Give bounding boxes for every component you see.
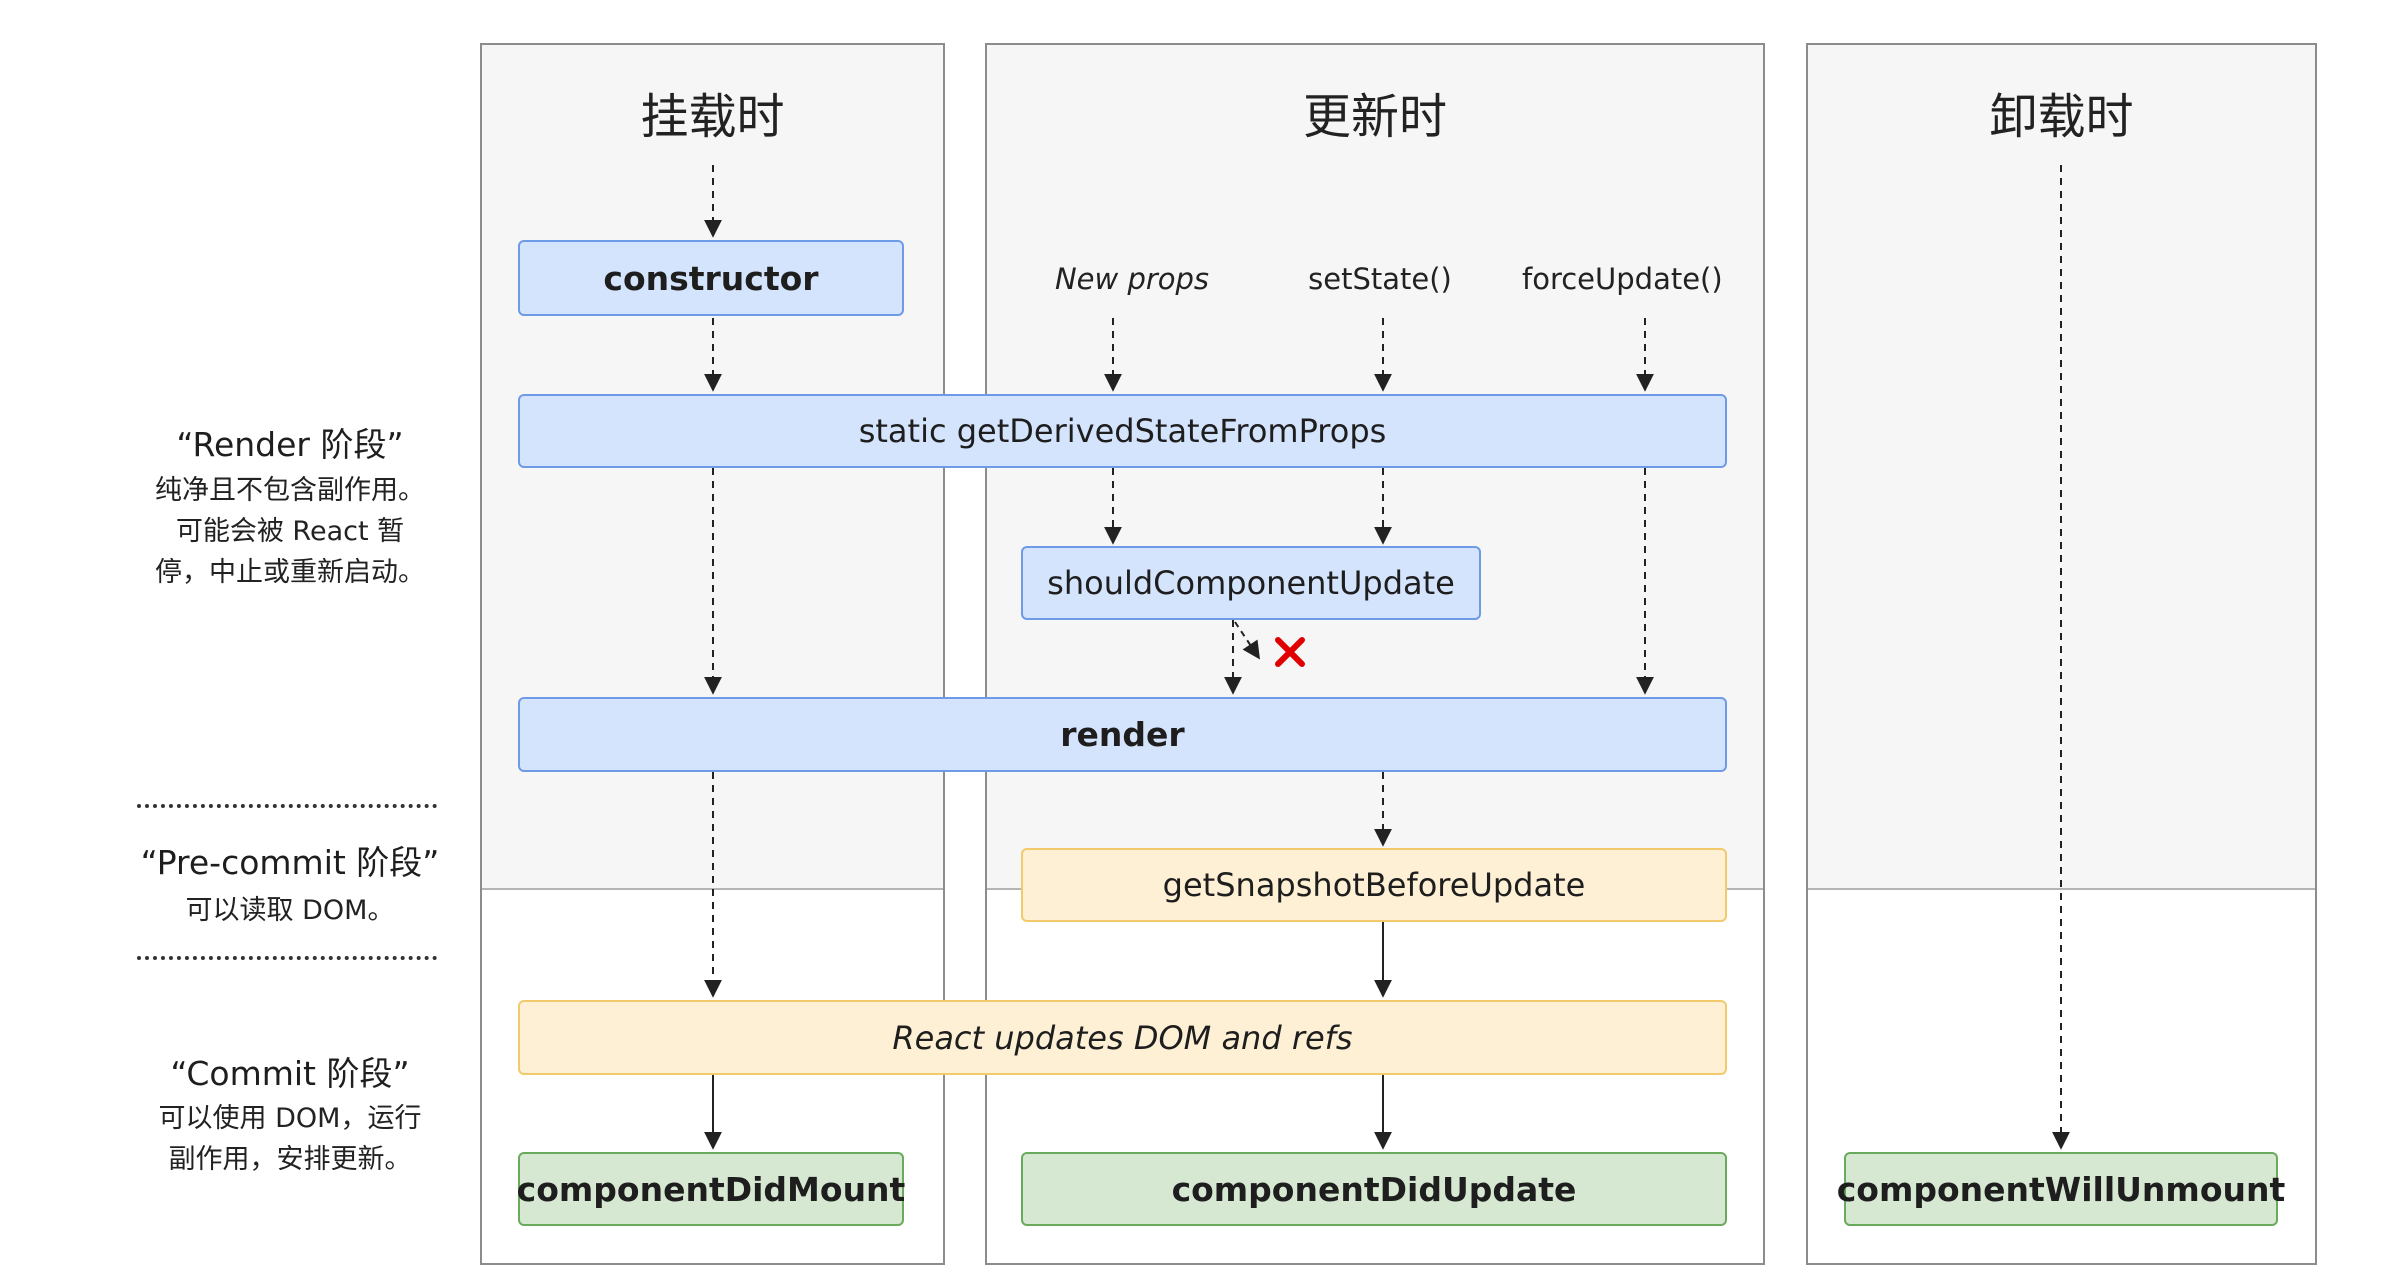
component-will-unmount-box: componentWillUnmount — [1837, 1152, 2285, 1226]
mount-column-title: 挂载时 — [640, 89, 785, 145]
arrow-should-cancel — [1234, 621, 1260, 660]
phase-separator — [137, 956, 437, 960]
set-state-trigger: setState() — [1308, 262, 1452, 296]
render-phase-line: 可能会被 React 暂 — [175, 516, 405, 547]
render-phase-title: “Render 阶段” — [176, 425, 404, 464]
render-box: render — [518, 697, 1727, 772]
component-did-mount-box: componentDidMount — [517, 1152, 905, 1226]
dom-update-box: React updates DOM and refs — [518, 1000, 1727, 1075]
red-x-icon — [1275, 637, 1305, 667]
precommit-phase-line: 可以读取 DOM。 — [185, 895, 395, 926]
render-phase-description: 纯净且不包含副作用。 可能会被 React 暂 停，中止或重新启动。 — [110, 470, 470, 593]
update-column-title: 更新时 — [1302, 89, 1447, 145]
force-update-trigger: forceUpdate() — [1522, 262, 1723, 296]
component-did-update-box: componentDidUpdate — [1021, 1152, 1727, 1226]
commit-phase-title: “Commit 阶段” — [170, 1054, 410, 1093]
get-snapshot-box: getSnapshotBeforeUpdate — [1021, 848, 1727, 922]
should-component-update-box: shouldComponentUpdate — [1021, 546, 1481, 620]
commit-phase-line: 可以使用 DOM，运行 — [158, 1103, 422, 1134]
render-phase-line: 停，中止或重新启动。 — [155, 557, 425, 588]
precommit-phase-description: 可以读取 DOM。 — [110, 890, 470, 931]
constructor-box: constructor — [518, 240, 904, 316]
precommit-phase-title: “Pre-commit 阶段” — [140, 843, 440, 882]
unmount-column: 卸载时 — [1806, 43, 2317, 1265]
unmount-column-title: 卸载时 — [1989, 89, 2134, 145]
phase-separator — [137, 804, 437, 808]
get-derived-state-box: static getDerivedStateFromProps — [518, 394, 1727, 468]
new-props-trigger: New props — [1054, 262, 1210, 296]
render-phase-line: 纯净且不包含副作用。 — [155, 475, 425, 506]
commit-phase-line: 副作用，安排更新。 — [168, 1144, 412, 1175]
commit-phase-description: 可以使用 DOM，运行 副作用，安排更新。 — [110, 1098, 470, 1180]
